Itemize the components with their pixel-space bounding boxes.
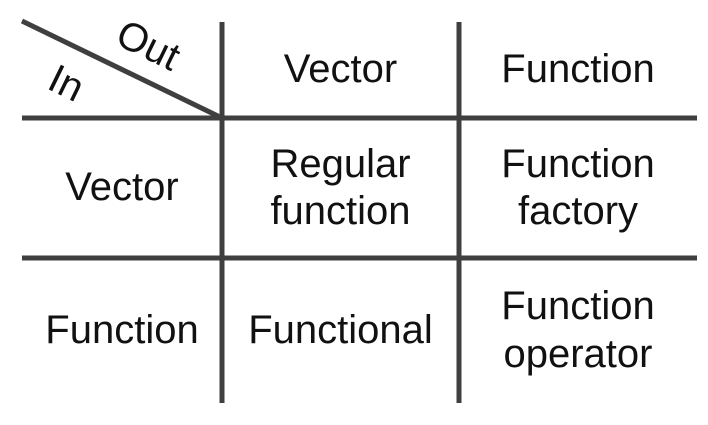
cell-regular-function: Regular function xyxy=(270,141,411,233)
col-header-function: Function xyxy=(501,47,655,92)
col-header-vector: Vector xyxy=(283,47,398,92)
cell-functional: Functional xyxy=(248,307,433,352)
cell-function-factory: Function factory xyxy=(501,141,655,233)
cell-function-operator: Function operator xyxy=(501,284,655,376)
row-header-function: Function xyxy=(45,307,199,352)
row-header-vector: Vector xyxy=(65,165,179,210)
corner-diagonal-line xyxy=(20,18,224,121)
